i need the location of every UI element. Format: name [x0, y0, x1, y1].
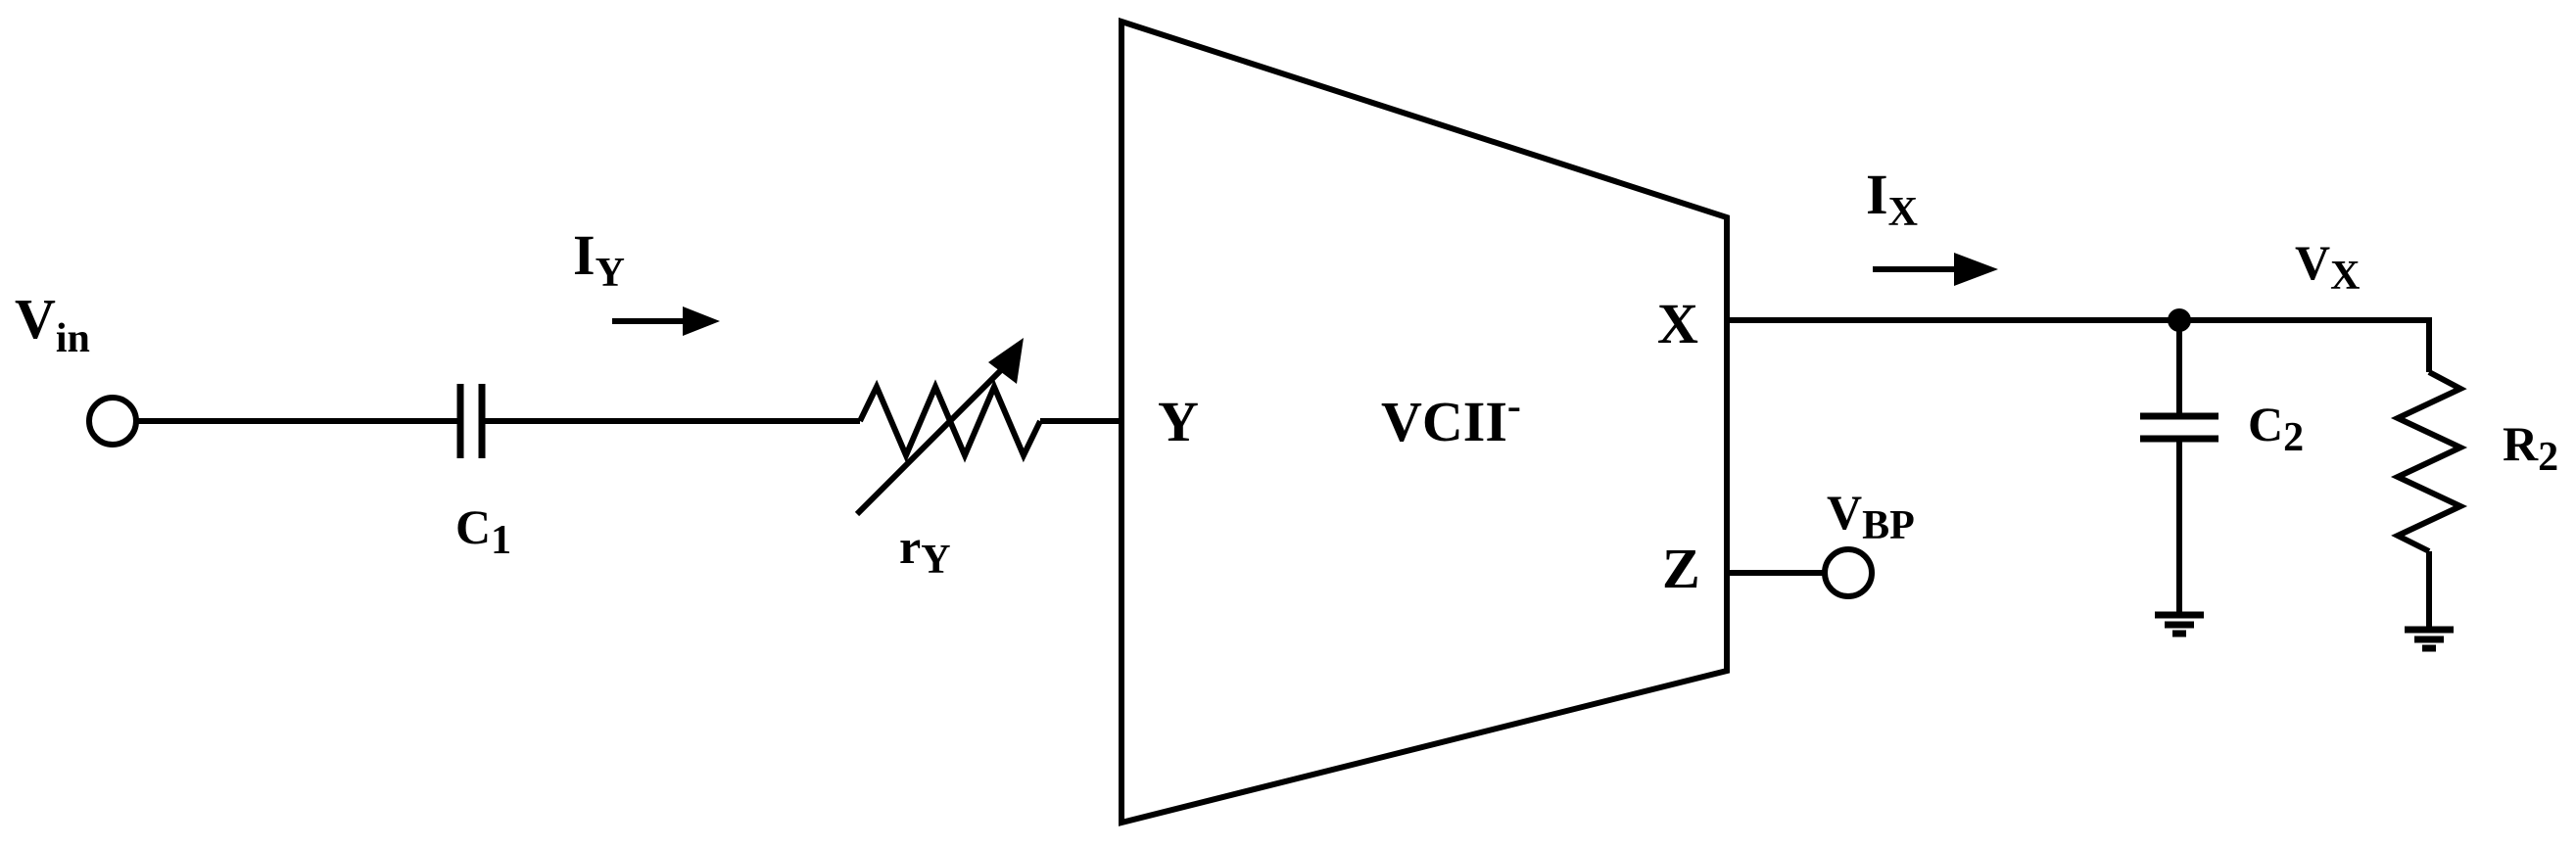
r2-label: R2: [2503, 416, 2558, 480]
iy-arrow: [612, 306, 720, 336]
block-name: VCII-: [1381, 384, 1521, 453]
resistor-r2: [2390, 369, 2468, 554]
ry-label: rY: [899, 519, 951, 583]
iy-label: IY: [573, 223, 625, 296]
port-y-label: Y: [1158, 390, 1199, 453]
capacitor-c1: [456, 384, 486, 458]
capacitor-c2: [2140, 412, 2218, 443]
ix-label: IX: [1866, 163, 1918, 235]
vin-label: Vin: [15, 287, 90, 361]
input-terminal: [86, 395, 139, 448]
c1-label: C1: [455, 499, 511, 563]
ground-icon-r2: [2405, 626, 2454, 652]
port-z-label: Z: [1662, 537, 1700, 600]
output-terminal-bp: [1822, 546, 1875, 599]
c2-label: C2: [2248, 397, 2304, 460]
port-x-label: X: [1657, 292, 1698, 355]
vcii-block: [1119, 17, 1730, 826]
vx-label: VX: [2295, 235, 2360, 299]
variable-arrow-icon: [854, 338, 1024, 517]
ix-arrow: [1873, 253, 1998, 286]
ground-icon-c2: [2155, 611, 2204, 637]
vbp-label: VBP: [1827, 485, 1915, 548]
